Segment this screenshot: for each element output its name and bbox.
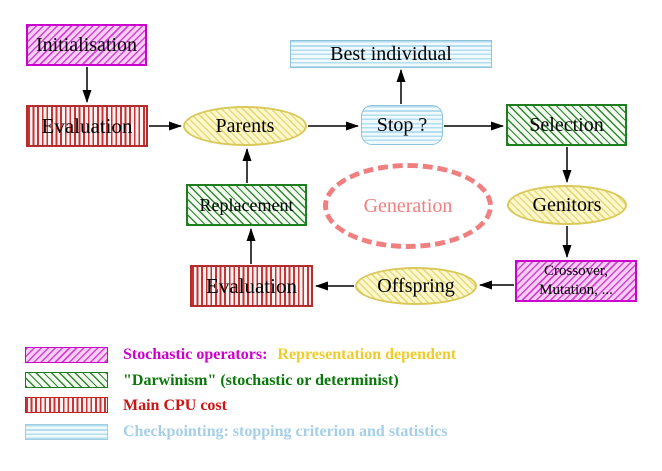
legend-swatch-main-cpu-cost <box>25 397 108 413</box>
node-replacement: Replacement <box>186 184 307 226</box>
node-parents-label: Parents <box>215 114 275 137</box>
legend-label-stochastic-operators: Stochastic operators: Representation depe… <box>123 346 456 364</box>
node-crossover-label-line1: Crossover, <box>544 263 608 280</box>
node-initialisation-label: Initialisation <box>35 33 138 56</box>
node-evaluation-bottom: Evaluation <box>190 265 313 307</box>
node-stop: Stop ? <box>361 105 443 145</box>
node-crossover-mutation: Crossover, Mutation, ... <box>515 260 637 302</box>
node-replacement-label: Replacement <box>199 194 294 215</box>
node-genitors: Genitors <box>507 185 627 225</box>
node-selection-label: Selection <box>529 113 604 136</box>
node-initialisation: Initialisation <box>26 24 147 66</box>
node-generation-cycle: Generation <box>323 163 493 249</box>
node-evaluation-bottom-label: Evaluation <box>206 273 297 298</box>
node-evaluation-top: Evaluation <box>26 105 148 147</box>
node-evaluation-top-label: Evaluation <box>41 113 133 138</box>
legend-label-main-cpu-cost: Main CPU cost <box>123 397 227 414</box>
legend-label-stochastic-operators-primary: Stochastic operators: <box>123 346 268 363</box>
node-crossover-label-line2: Mutation, ... <box>539 282 613 298</box>
legend-label-representation-dependent: Representation dependent <box>277 346 457 363</box>
node-best-individual-label: Best individual <box>330 42 452 65</box>
node-selection: Selection <box>506 104 627 146</box>
legend-label-darwinism: "Darwinism" (stochastic or determinist) <box>123 372 399 389</box>
node-genitors-label: Genitors <box>532 193 602 216</box>
node-offspring: Offspring <box>355 267 477 305</box>
node-generation-label: Generation <box>363 194 453 217</box>
node-stop-label: Stop ? <box>376 113 428 136</box>
node-best-individual: Best individual <box>290 40 492 68</box>
legend-swatch-darwinism <box>25 372 108 388</box>
legend-swatch-checkpointing <box>25 424 108 440</box>
legend-swatch-stochastic-operators <box>25 347 108 363</box>
legend-label-checkpointing: Checkpointing: stopping criterion and st… <box>123 423 448 440</box>
node-offspring-label: Offspring <box>377 274 455 297</box>
node-parents: Parents <box>183 106 307 146</box>
